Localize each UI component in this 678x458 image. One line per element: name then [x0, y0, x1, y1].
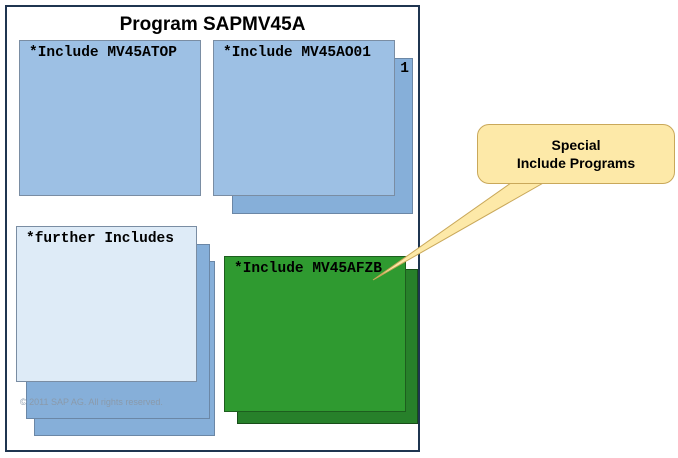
include-mv45atop-box: *Include MV45ATOP	[19, 40, 201, 196]
program-title: Program SAPMV45A	[119, 14, 306, 35]
include-mv45ao01-box: *Include MV45AO01	[213, 40, 395, 196]
copyright-notice: © 2011 SAP AG. All rights reserved.	[20, 397, 163, 407]
include-mv45ao01-label: *Include MV45AO01	[223, 45, 371, 61]
further-includes-box: *further Includes	[16, 226, 197, 382]
include-mv45ao01-back-suffix: 1	[400, 61, 409, 77]
callout-bubble: Special Include Programs	[477, 124, 675, 184]
include-mv45afzb-label: *Include MV45AFZB	[234, 261, 382, 277]
further-includes-label: *further Includes	[26, 231, 174, 247]
include-mv45afzb-box: *Include MV45AFZB	[224, 256, 406, 412]
callout-line-1: Special	[551, 137, 601, 153]
callout-line-2: Include Programs	[516, 155, 636, 171]
include-mv45atop-label: *Include MV45ATOP	[29, 45, 177, 61]
